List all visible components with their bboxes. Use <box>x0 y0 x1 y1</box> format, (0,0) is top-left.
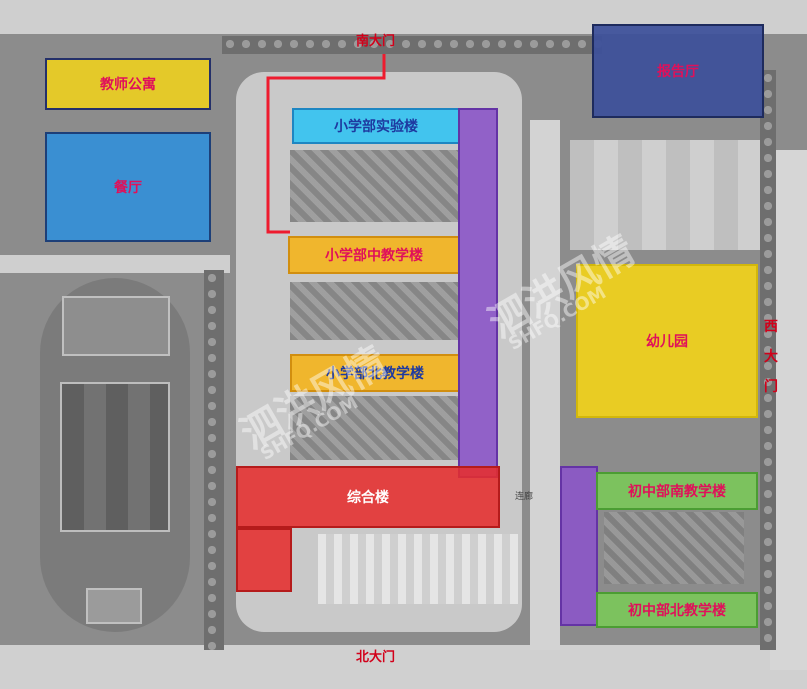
bottom-road <box>0 645 807 689</box>
building-purple-long[interactable] <box>458 108 498 478</box>
building-primary-middle[interactable]: 小学部中教学楼 <box>288 236 460 274</box>
building-primary-north[interactable]: 小学部北教学楼 <box>290 354 460 392</box>
building-junior-purple[interactable] <box>560 466 598 626</box>
left-road <box>0 255 230 273</box>
garden-2 <box>290 282 460 340</box>
building-report-hall[interactable]: 报告厅 <box>592 24 764 118</box>
building-kindergarten[interactable]: 幼儿园 <box>576 264 758 418</box>
east-edge-road <box>770 150 807 670</box>
primary-north-label: 小学部北教学楼 <box>326 366 424 382</box>
junior-south-label: 初中部南教学楼 <box>628 484 726 500</box>
comprehensive-label: 综合楼 <box>347 490 389 506</box>
tennis-court <box>86 588 142 624</box>
tree-band-top <box>222 36 602 54</box>
primary-lab-label: 小学部实验楼 <box>334 119 418 135</box>
tree-band-right <box>760 70 776 650</box>
west-gate-char-2: 大 <box>764 349 778 365</box>
garden-3 <box>290 396 460 460</box>
corridor-label: 连廊 <box>515 492 534 502</box>
west-gate-char-1: 西 <box>764 319 778 335</box>
junior-north-label: 初中部北教学楼 <box>628 603 726 619</box>
north-parking <box>318 534 518 604</box>
route-polyline <box>266 54 386 234</box>
sports-field <box>60 382 170 532</box>
basketball-court <box>62 296 170 356</box>
south-gate-label: 南大门 <box>356 34 396 49</box>
building-teacher-apartment[interactable]: 教师公寓 <box>45 58 211 110</box>
dining-hall-label: 餐厅 <box>114 180 142 196</box>
report-hall-label: 报告厅 <box>657 64 699 80</box>
building-junior-north[interactable]: 初中部北教学楼 <box>596 592 758 628</box>
east-plaza <box>570 140 760 250</box>
primary-middle-label: 小学部中教学楼 <box>325 248 423 264</box>
garden-1 <box>290 150 460 222</box>
building-dining-hall[interactable]: 餐厅 <box>45 132 211 242</box>
kindergarten-label: 幼儿园 <box>646 334 688 350</box>
north-gate-label: 北大门 <box>356 650 396 665</box>
building-junior-south[interactable]: 初中部南教学楼 <box>596 472 758 510</box>
west-gate-char-3: 门 <box>764 379 778 395</box>
garden-4 <box>604 512 744 584</box>
right-road <box>530 120 560 650</box>
teacher-apartment-label: 教师公寓 <box>100 77 156 93</box>
tree-band-left <box>204 270 224 650</box>
building-primary-lab[interactable]: 小学部实验楼 <box>292 108 460 144</box>
building-comprehensive[interactable]: 综合楼 <box>236 466 500 528</box>
building-comprehensive-annex[interactable] <box>236 528 292 592</box>
west-gate-label: 西 大 门 <box>764 316 778 396</box>
